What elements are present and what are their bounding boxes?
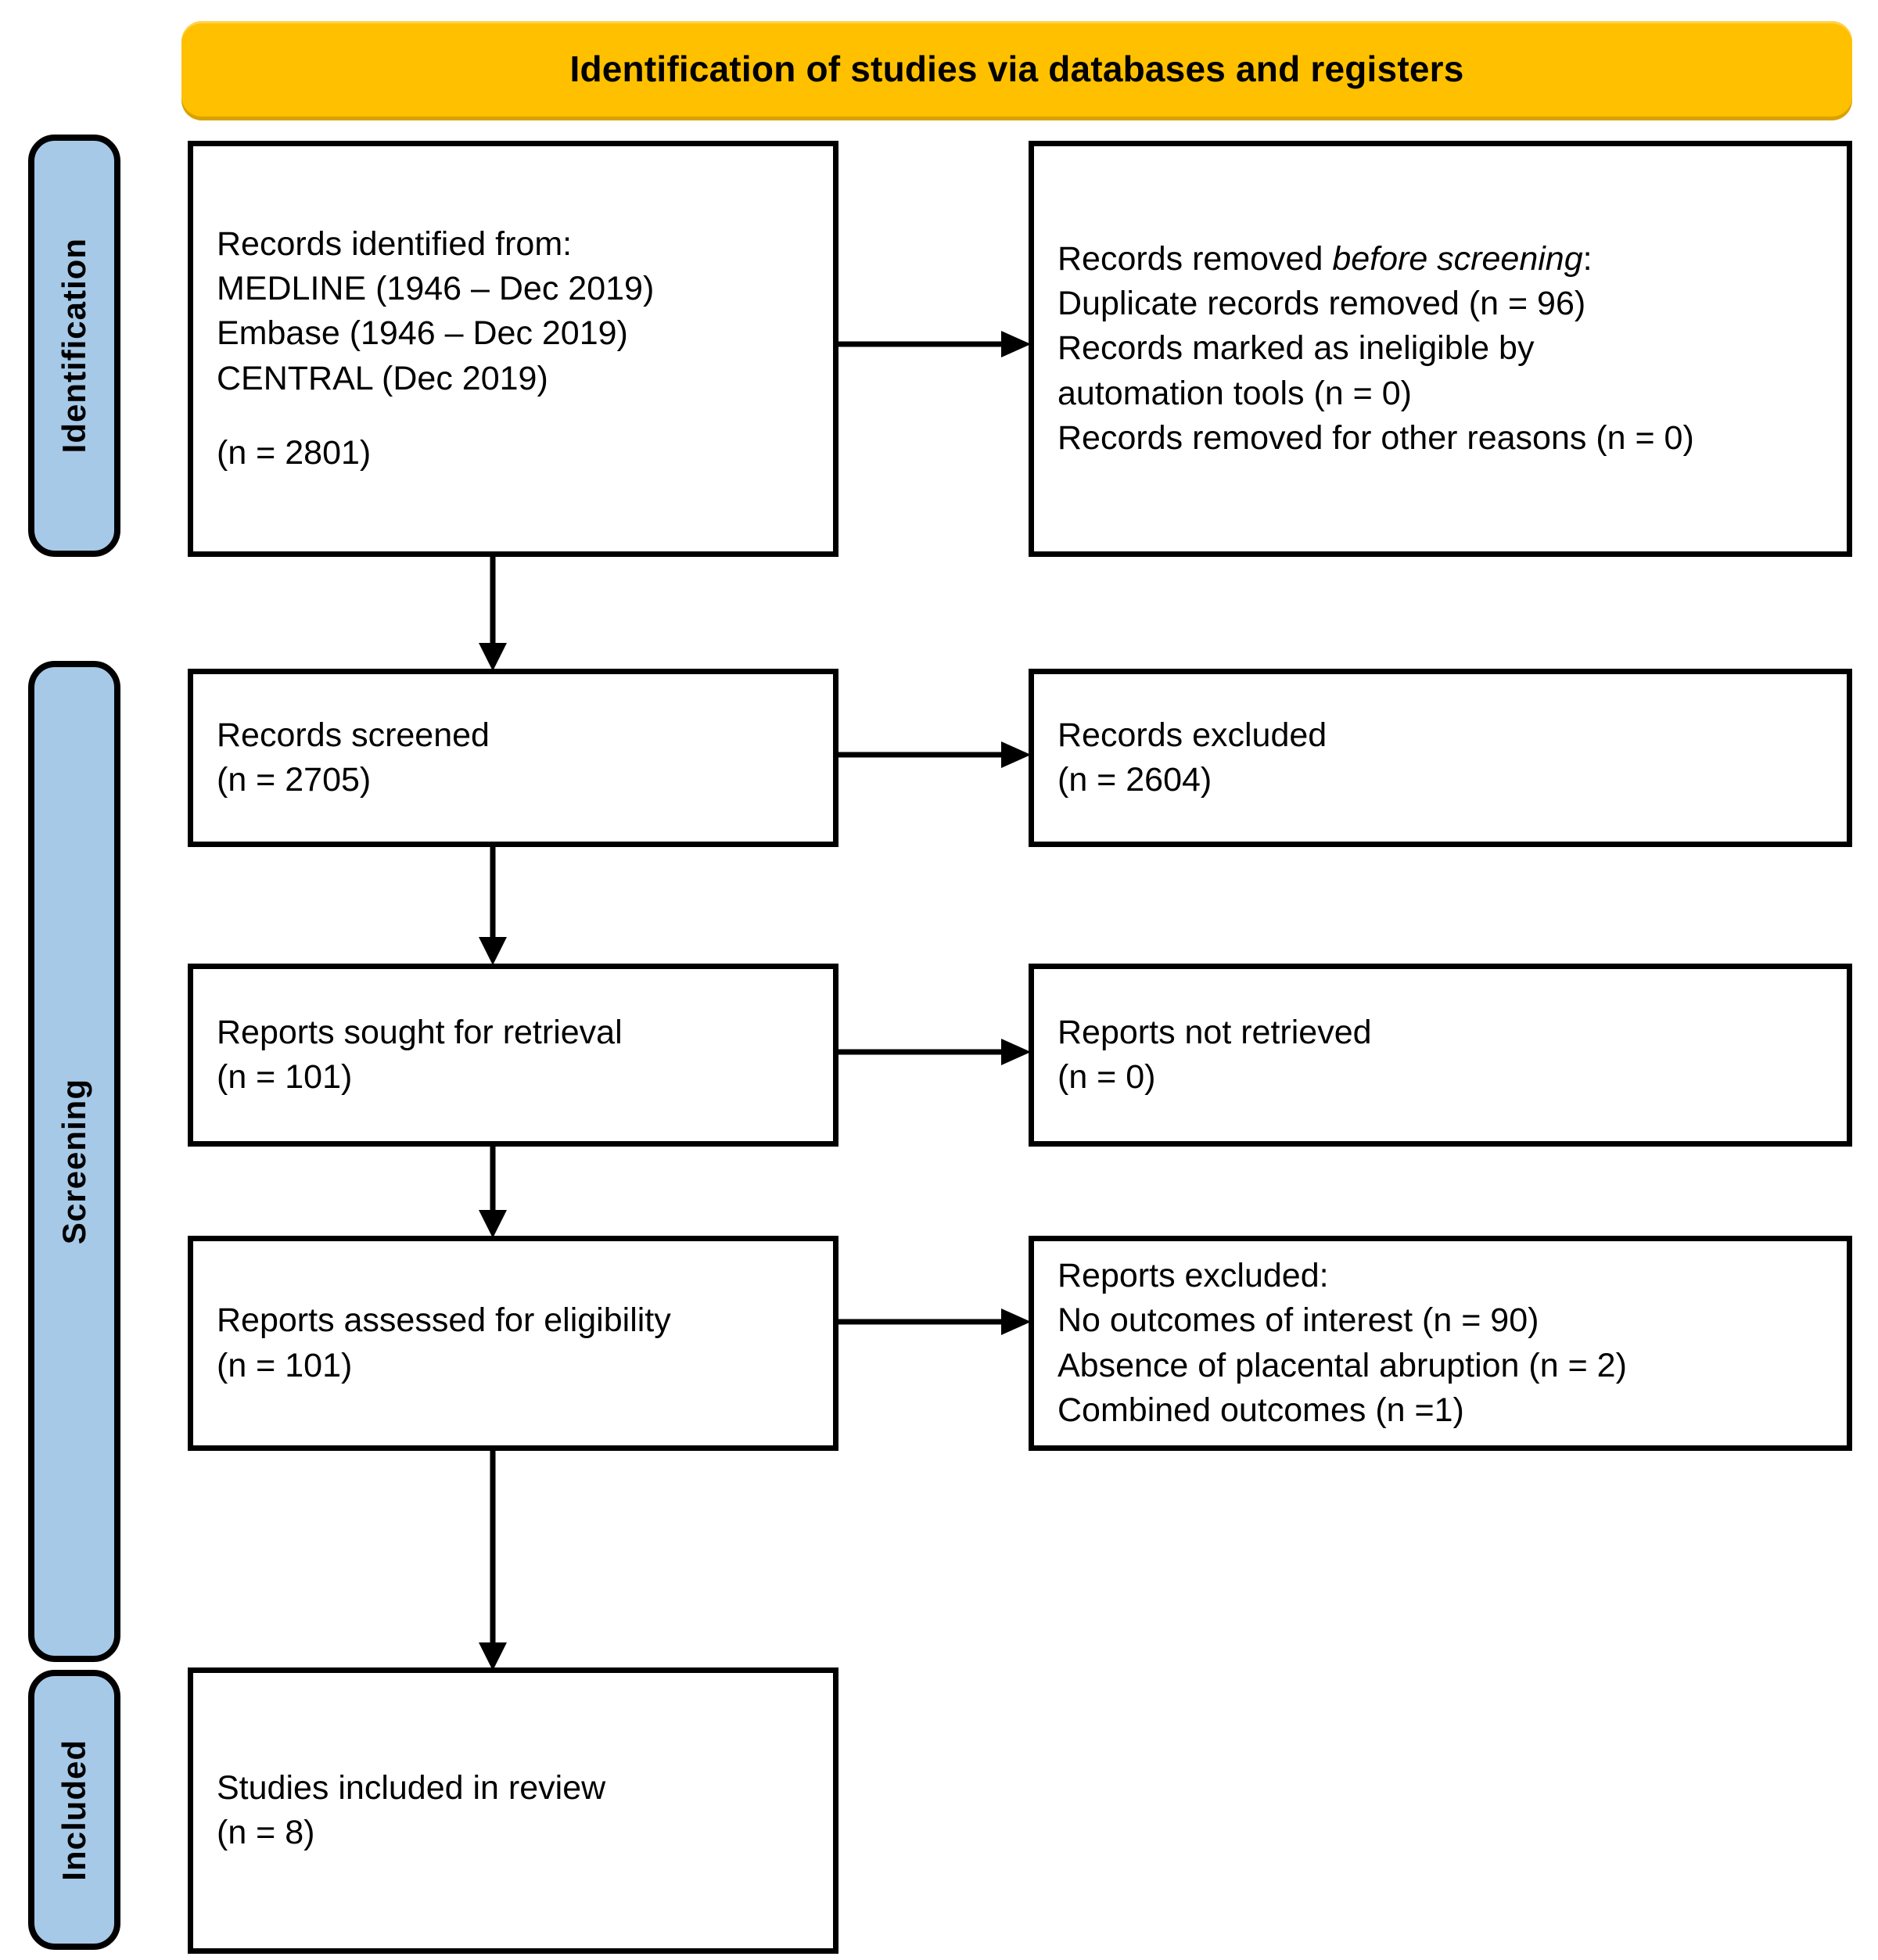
records-identified-line-3: Embase (1946 – Dec 2019) (217, 314, 628, 353)
reports-excluded-absence-abruption: Absence of placental abruption (n = 2) (1057, 1346, 1627, 1384)
box-studies-included[interactable]: Studies included in review (n = 8) (188, 1667, 838, 1954)
arrow-identified-to-removed (835, 328, 1032, 360)
arrow-sought-to-not-retrieved (835, 1036, 1032, 1068)
records-removed-heading-italic: before screening (1332, 240, 1583, 278)
stage-label-screening: Screening (56, 1078, 92, 1245)
records-removed-ineligible-1: Records marked as ineligible by (1057, 329, 1535, 368)
reports-sought-count: (n = 101) (217, 1058, 353, 1096)
stage-label-included: Included (56, 1739, 92, 1881)
reports-not-retrieved-label: Reports not retrieved (1057, 1013, 1372, 1051)
diagram-header-banner: Identification of studies via databases … (181, 21, 1852, 117)
box-reports-assessed[interactable]: Reports assessed for eligibility (n = 10… (188, 1236, 838, 1451)
studies-included-count: (n = 8) (217, 1814, 315, 1851)
arrow-screened-to-sought (476, 843, 510, 967)
box-reports-not-retrieved[interactable]: Reports not retrieved (n = 0) (1029, 964, 1852, 1147)
box-records-removed[interactable]: Records removed before screening: Duplic… (1029, 141, 1852, 557)
records-removed-ineligible-2: automation tools (n = 0) (1057, 374, 1412, 412)
stage-bar-included: Included (28, 1670, 120, 1950)
reports-sought-label: Reports sought for retrieval (217, 1013, 623, 1051)
records-identified-blank-line (217, 401, 810, 431)
records-identified-count: (n = 2801) (217, 433, 372, 472)
stage-label-identification: Identification (56, 238, 92, 454)
arrow-assessed-to-included (476, 1448, 510, 1672)
records-excluded-count: (n = 2604) (1057, 761, 1212, 799)
arrow-sought-to-assessed (476, 1144, 510, 1240)
box-records-screened[interactable]: Records screened (n = 2705) (188, 669, 838, 847)
box-reports-excluded[interactable]: Reports excluded: No outcomes of interes… (1029, 1236, 1852, 1451)
arrow-screened-to-excluded (835, 739, 1032, 770)
diagram-title: Identification of studies via databases … (569, 48, 1464, 89)
stage-bar-identification: Identification (28, 135, 120, 557)
records-removed-other: Records removed for other reasons (n = 0… (1057, 418, 1694, 457)
records-removed-heading: Records removed before screening: (1057, 237, 1823, 282)
reports-assessed-count: (n = 101) (217, 1346, 353, 1384)
reports-excluded-heading: Reports excluded: (1057, 1257, 1329, 1295)
records-removed-duplicates: Duplicate records removed (n = 96) (1057, 285, 1586, 323)
arrow-assessed-to-reports-excluded (835, 1306, 1032, 1337)
records-identified-line-4: CENTRAL (Dec 2019) (217, 359, 548, 397)
records-identified-line-2: MEDLINE (1946 – Dec 2019) (217, 270, 655, 308)
records-identified-line-1: Records identified from: (217, 225, 573, 264)
box-records-identified[interactable]: Records identified from: MEDLINE (1946 –… (188, 141, 838, 557)
box-records-excluded[interactable]: Records excluded (n = 2604) (1029, 669, 1852, 847)
box-reports-sought[interactable]: Reports sought for retrieval (n = 101) (188, 964, 838, 1147)
reports-assessed-label: Reports assessed for eligibility (217, 1301, 671, 1340)
studies-included-label: Studies included in review (217, 1768, 606, 1807)
reports-not-retrieved-count: (n = 0) (1057, 1058, 1156, 1096)
records-excluded-label: Records excluded (1057, 716, 1327, 754)
records-screened-count: (n = 2705) (217, 761, 372, 799)
records-removed-heading-prefix: Records removed (1057, 240, 1333, 278)
reports-excluded-combined-outcomes: Combined outcomes (n =1) (1057, 1391, 1464, 1429)
reports-excluded-no-outcomes: No outcomes of interest (n = 90) (1057, 1301, 1539, 1340)
records-screened-label: Records screened (217, 716, 490, 754)
stage-bar-screening: Screening (28, 661, 120, 1662)
arrow-identified-to-screened (476, 555, 510, 673)
records-removed-heading-suffix: : (1582, 240, 1593, 278)
